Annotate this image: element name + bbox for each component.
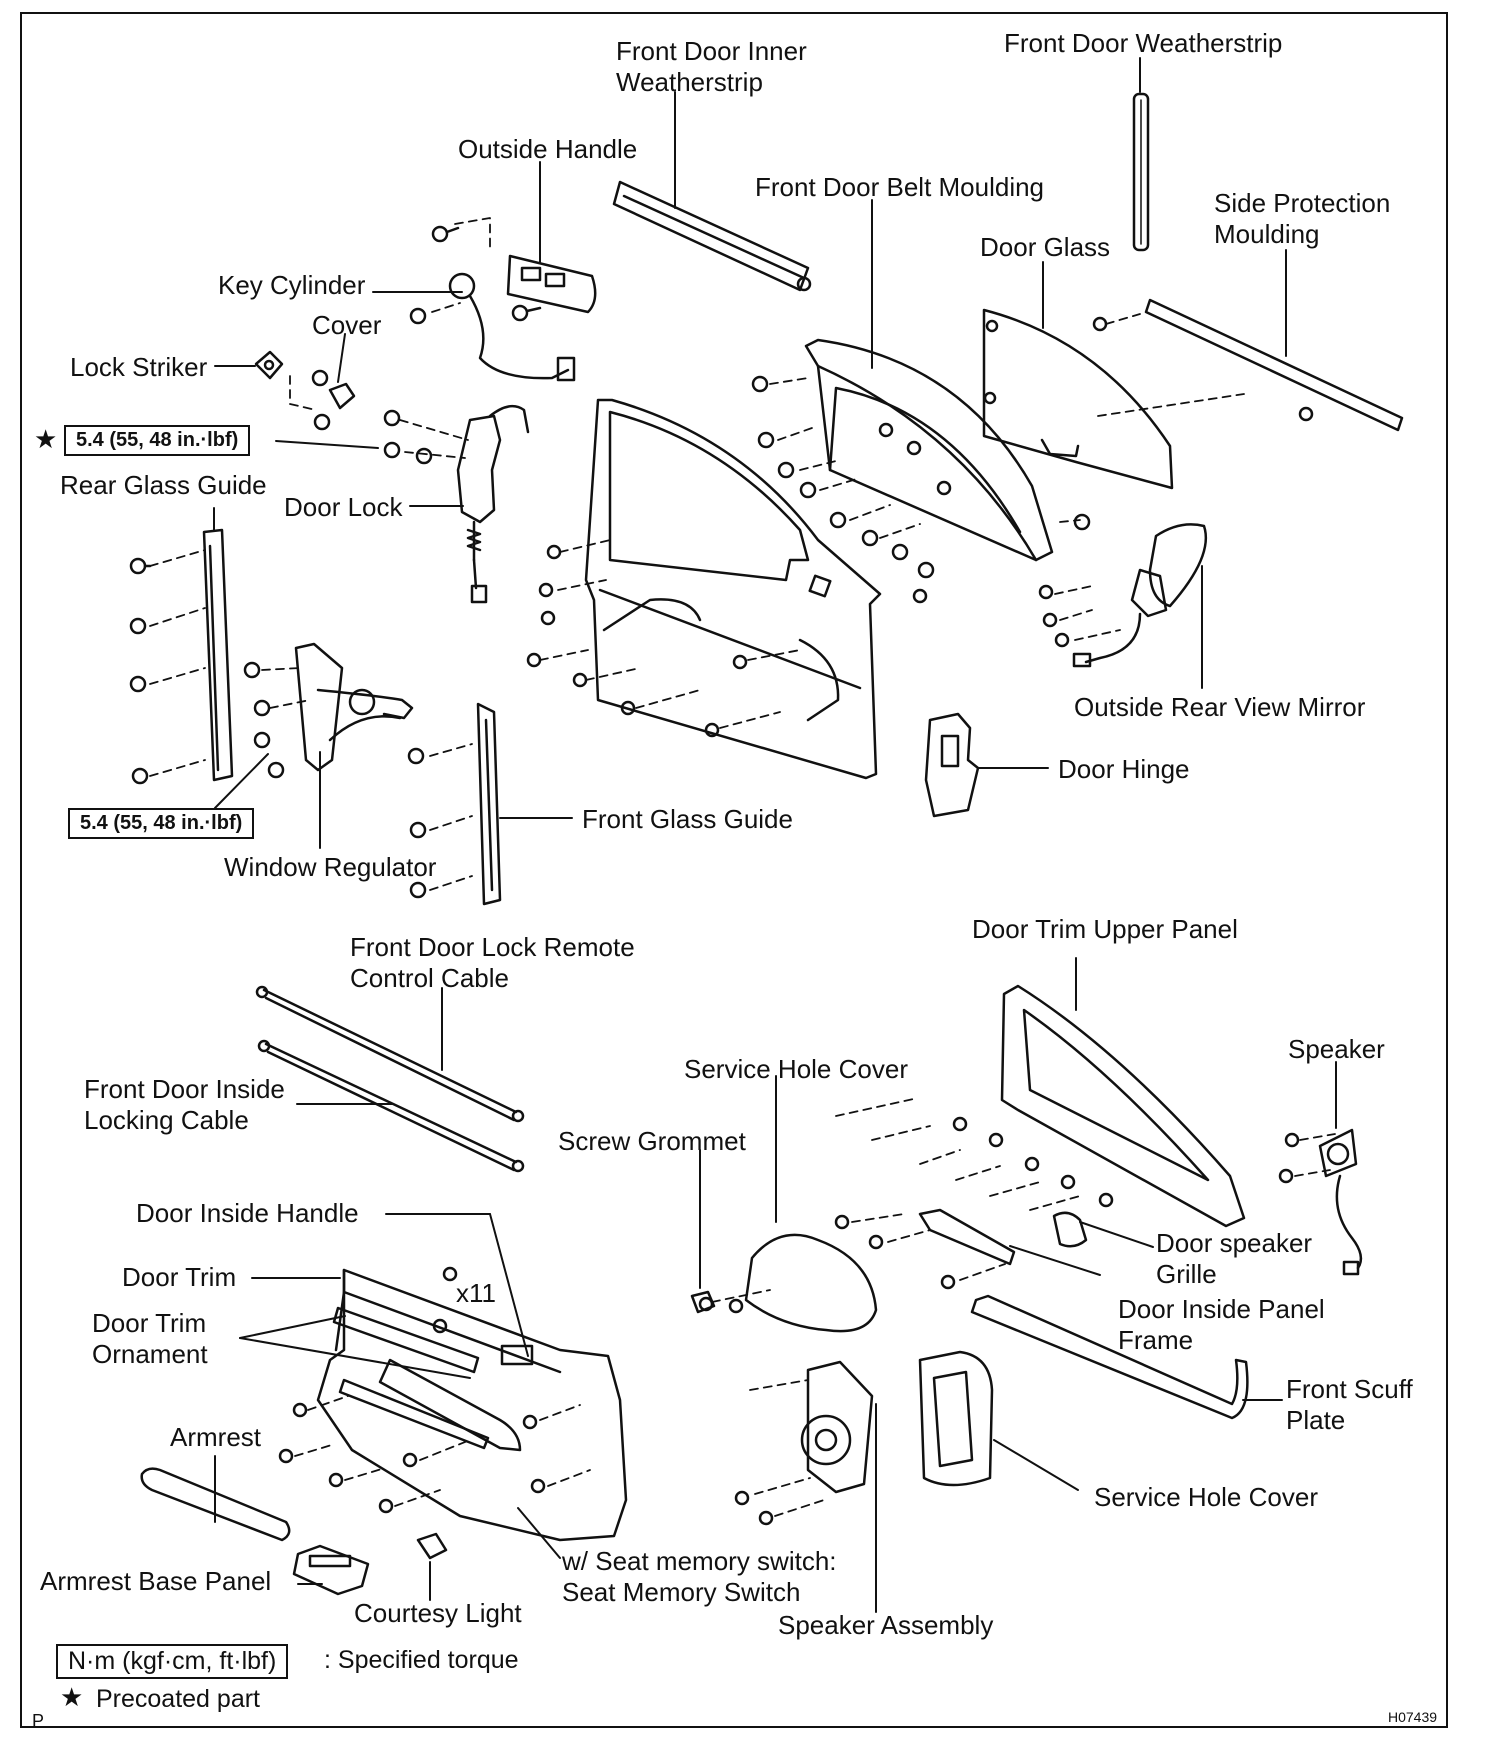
label-side-protection-moulding: Side Protection Moulding: [1214, 188, 1390, 250]
weatherstrip-part: [1132, 92, 1150, 252]
side-protection-moulding-part: [1092, 298, 1404, 432]
door-glass-part: [982, 308, 1174, 490]
label-line-2: Grille: [1156, 1259, 1217, 1289]
trim-ornament-part: [332, 1306, 490, 1450]
label-door-lock: Door Lock: [284, 492, 403, 522]
label-door-hinge: Door Hinge: [1058, 754, 1190, 784]
label-line-1: Door speaker: [1156, 1228, 1313, 1258]
dashed-guides: [149, 217, 1336, 1517]
leader-lines: [213, 57, 1337, 1613]
label-line-2: Weatherstrip: [616, 67, 763, 97]
speaker-part: [1278, 1128, 1363, 1276]
speaker-grille-part: [1052, 1211, 1088, 1248]
label-outside-handle: Outside Handle: [458, 134, 638, 164]
label-rear-glass-guide: Rear Glass Guide: [60, 470, 267, 500]
label-inside-locking-cable: Front Door Inside Locking Cable: [84, 1074, 285, 1136]
label-door-inside-panel-frame: Door Inside Panel Frame: [1118, 1294, 1325, 1356]
label-line-2: Locking Cable: [84, 1105, 249, 1135]
door-lock-part: [383, 404, 530, 604]
speaker-assembly-part: [698, 1296, 874, 1526]
precoated-star-icon: ★: [34, 424, 58, 454]
service-hole-cover-lower-part: [918, 1350, 994, 1487]
label-line-1: Door Trim: [92, 1308, 207, 1338]
trim-upper-panel-part: [952, 984, 1246, 1228]
window-regulator-part: [243, 642, 425, 779]
label-line-1: Door Inside Panel: [1118, 1294, 1325, 1324]
figure-code: H07439: [1388, 1709, 1438, 1725]
label-outside-rear-view-mirror: Outside Rear View Mirror: [1074, 692, 1366, 722]
label-front-glass-guide: Front Glass Guide: [582, 804, 793, 834]
label-line-2: Ornament: [92, 1339, 208, 1369]
label-remote-control-cable: Front Door Lock Remote Control Cable: [350, 932, 635, 994]
courtesy-light-part: [416, 1532, 448, 1560]
torque-box-top: 5.4 (55, 48 in.·lbf): [64, 425, 251, 456]
label-door-glass: Door Glass: [980, 232, 1111, 262]
label-line-1: Side Protection: [1214, 188, 1391, 218]
label-line-2: Seat Memory Switch: [562, 1577, 801, 1607]
label-cover: Cover: [312, 310, 382, 340]
cables-part: [255, 985, 525, 1173]
label-courtesy-light: Courtesy Light: [354, 1598, 522, 1628]
mirror-part: [1038, 523, 1208, 668]
rear-glass-guide-part: [129, 528, 234, 785]
label-seat-memory-switch: w/ Seat memory switch: Seat Memory Switc…: [562, 1546, 837, 1608]
scuff-plate-part: [970, 1294, 1249, 1420]
label-front-door-weatherstrip: Front Door Weatherstrip: [1004, 28, 1283, 58]
diagram-frame: [20, 12, 1448, 1728]
armrest-part: [140, 1467, 291, 1542]
label-line-1: w/ Seat memory switch:: [562, 1546, 837, 1576]
label-line-2: Control Cable: [350, 963, 509, 993]
label-service-hole-cover-bottom: Service Hole Cover: [1094, 1482, 1318, 1512]
label-front-scuff-plate: Front Scuff Plate: [1286, 1374, 1413, 1436]
label-speaker: Speaker: [1288, 1034, 1385, 1064]
label-door-trim-upper-panel: Door Trim Upper Panel: [972, 914, 1238, 944]
label-speaker-assembly: Speaker Assembly: [778, 1610, 994, 1640]
label-line-2: Plate: [1286, 1405, 1346, 1435]
label-line-2: Moulding: [1214, 219, 1320, 249]
label-window-regulator: Window Regulator: [224, 852, 437, 882]
inside-panel-frame-part: [834, 1208, 1016, 1290]
front-glass-guide-part: [409, 702, 502, 906]
label-line-2: Frame: [1118, 1325, 1194, 1355]
label-door-trim: Door Trim: [122, 1262, 237, 1292]
legend-unit-text: : Specified torque: [324, 1646, 519, 1674]
label-x11: x11: [456, 1278, 496, 1308]
label-key-cylinder: Key Cylinder: [218, 270, 366, 300]
label-door-trim-ornament: Door Trim Ornament: [92, 1308, 208, 1370]
label-front-door-belt-moulding: Front Door Belt Moulding: [755, 172, 1045, 202]
label-door-speaker-grille: Door speaker Grille: [1156, 1228, 1312, 1290]
inner-weatherstrip-part: [612, 180, 812, 292]
label-lock-striker: Lock Striker: [70, 352, 208, 382]
label-front-door-inner-weatherstrip: Front Door Inner Weatherstrip: [616, 36, 807, 98]
outside-handle-part: [431, 225, 597, 322]
corner-p-mark: P: [32, 1711, 45, 1731]
door-trim-part: [278, 1266, 628, 1542]
legend-precoated-text: Precoated part: [96, 1685, 260, 1713]
label-armrest: Armrest: [170, 1422, 261, 1452]
label-door-inside-handle: Door Inside Handle: [136, 1198, 359, 1228]
lock-striker-part: [254, 350, 356, 431]
belt-moulding-part: [751, 338, 1091, 579]
armrest-base-panel-part: [292, 1544, 370, 1596]
door-shell-part: [526, 398, 928, 780]
label-line-1: Front Door Inside: [84, 1074, 285, 1104]
legend-star-icon: ★: [60, 1682, 84, 1712]
label-line-1: Front Scuff: [1286, 1374, 1413, 1404]
label-line-1: Front Door Inner: [616, 36, 807, 66]
label-line-1: Front Door Lock Remote: [350, 932, 635, 962]
torque-box-bottom: 5.4 (55, 48 in.·lbf): [68, 808, 255, 839]
legend-unit-box: N·m (kgf·cm, ft·lbf): [56, 1644, 289, 1679]
label-armrest-base-panel: Armrest Base Panel: [40, 1566, 272, 1596]
door-hinge-part: [924, 712, 980, 818]
label-screw-grommet: Screw Grommet: [558, 1126, 746, 1156]
key-cylinder-part: [409, 272, 576, 382]
service-hole-cover-upper-part: [690, 1233, 878, 1333]
label-service-hole-cover-top: Service Hole Cover: [684, 1054, 908, 1084]
